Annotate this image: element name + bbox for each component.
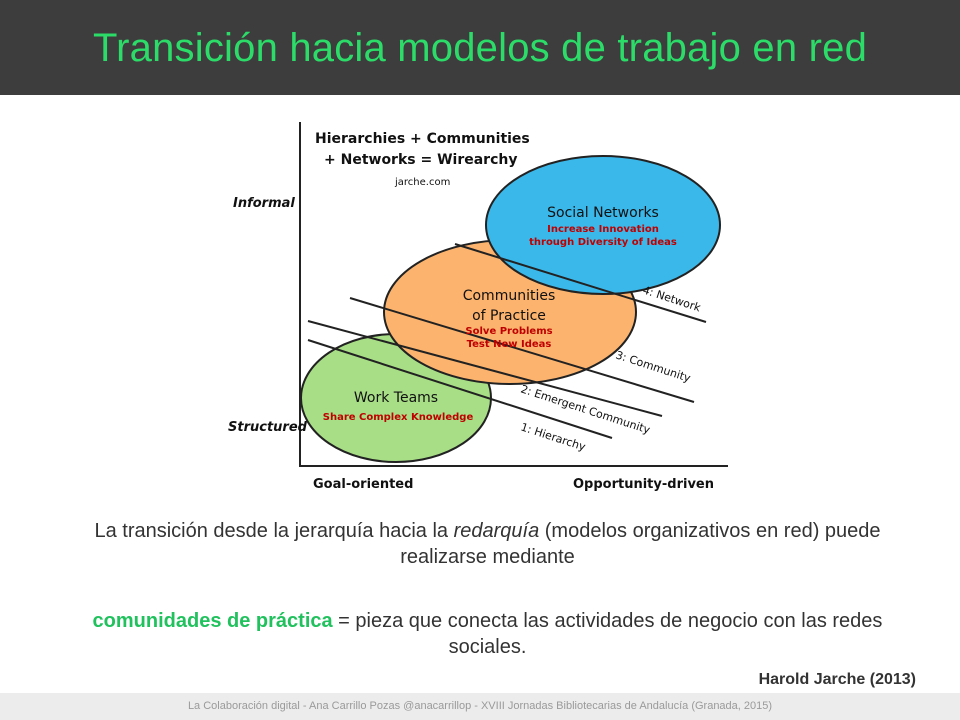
y-axis-top-label: Informal xyxy=(233,196,295,211)
work-teams-sub1: Share Complex Knowledge xyxy=(323,412,474,423)
communities-sub1: Solve Problems xyxy=(465,326,552,337)
social-networks-ellipse xyxy=(485,155,721,295)
social-networks-sub1: Increase Innovation xyxy=(547,224,659,235)
x-axis-right-label: Opportunity-driven xyxy=(573,477,714,492)
communities-title1: Communities xyxy=(463,288,556,304)
citation: Harold Jarche (2013) xyxy=(758,671,916,688)
label-community: 3: Community xyxy=(614,348,693,385)
line-hierarchy xyxy=(307,339,613,439)
intro-paragraph: La transición desde la jerarquía hacia l… xyxy=(60,518,915,570)
definition-text: = pieza que conecta las actividades de n… xyxy=(332,610,883,658)
intro-text-start: La transición desde la jerarquía hacia l… xyxy=(94,520,454,542)
social-networks-title: Social Networks xyxy=(547,205,659,221)
slide-header: Transición hacia modelos de trabajo en r… xyxy=(0,0,960,95)
label-network: 4: Network xyxy=(641,283,703,314)
line-community xyxy=(349,297,695,403)
communities-sub2: Test New Ideas xyxy=(467,339,552,350)
diagram-source: jarche.com xyxy=(394,177,450,188)
wirearchy-diagram: Informal Structured Goal-oriented Opport… xyxy=(228,122,728,492)
line-emergent-community xyxy=(307,320,663,417)
y-axis-bottom-label: Structured xyxy=(228,420,308,435)
label-hierarchy: 1: Hierarchy xyxy=(519,420,588,453)
social-networks-sub2: through Diversity of Ideas xyxy=(529,237,677,248)
line-network xyxy=(454,243,707,323)
diagram-title-line2: + Networks = Wirearchy xyxy=(324,152,517,168)
slide-footer: La Colaboración digital - Ana Carrillo P… xyxy=(0,693,960,720)
slide-title: Transición hacia modelos de trabajo en r… xyxy=(92,26,868,70)
x-axis-left-label: Goal-oriented xyxy=(313,477,413,492)
communities-title2: of Practice xyxy=(472,308,546,324)
work-teams-title: Work Teams xyxy=(354,390,438,406)
diagram-title-line1: Hierarchies + Communities xyxy=(315,131,530,147)
communities-term: comunidades de práctica xyxy=(92,610,333,632)
definition-paragraph: comunidades de práctica = pieza que cone… xyxy=(60,608,915,660)
footer-text: La Colaboración digital - Ana Carrillo P… xyxy=(187,700,773,712)
redarquia-term: redarquía xyxy=(453,520,540,542)
intro-text-end: (modelos organizativos en red) puede rea… xyxy=(400,520,881,568)
